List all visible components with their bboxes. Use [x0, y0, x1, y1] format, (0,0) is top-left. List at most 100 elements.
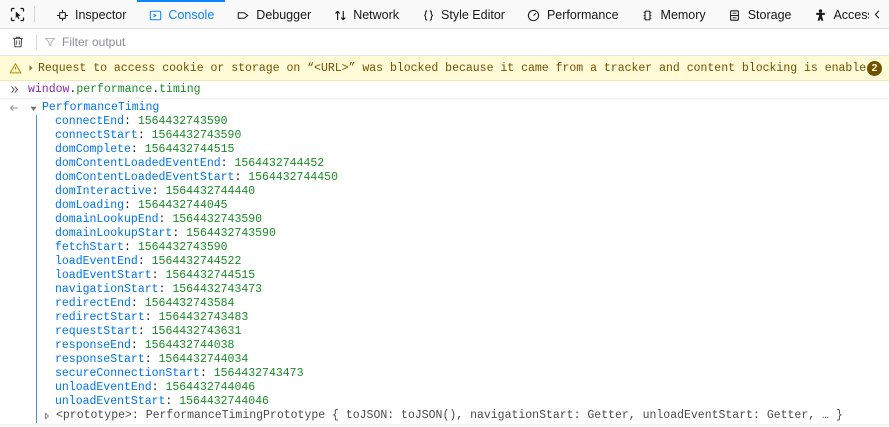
search-input[interactable]: Filter output	[44, 33, 883, 52]
property-name: unloadEventEnd	[55, 381, 152, 394]
element-picker-icon[interactable]	[5, 3, 29, 25]
property-row[interactable]: redirectStart: 1564432743483	[37, 311, 889, 325]
tab-label-console: Console	[168, 8, 215, 22]
property-name: loadEventStart	[55, 269, 152, 282]
property-row[interactable]: responseEnd: 1564432744038	[37, 339, 889, 353]
property-name: responseEnd	[55, 339, 131, 352]
prototype-row[interactable]: <prototype>: PerformanceTimingPrototype …	[37, 409, 889, 423]
performance-icon	[527, 8, 541, 22]
property-name: domContentLoadedEventStart	[55, 171, 235, 184]
property-row[interactable]: redirectEnd: 1564432743584	[37, 297, 889, 311]
property-value: 1564432743483	[158, 311, 249, 324]
property-row[interactable]: fetchStart: 1564432743590	[37, 241, 889, 255]
property-separator: :	[130, 143, 145, 156]
property-row[interactable]: responseStart: 1564432744034	[37, 353, 889, 367]
debugger-icon	[236, 8, 250, 22]
property-separator: :	[124, 241, 138, 254]
property-separator: :	[130, 297, 145, 310]
tab-inspector[interactable]: Inspector	[44, 0, 137, 28]
property-row[interactable]: secureConnectionStart: 1564432743473	[37, 367, 889, 381]
tab-accessibility[interactable]: Accessibility	[802, 0, 869, 28]
property-separator: :	[137, 325, 152, 338]
property-row[interactable]: unloadEventStart: 1564432744046	[37, 395, 889, 409]
token-performance: performance	[76, 83, 153, 96]
property-row[interactable]: domainLookupStart: 1564432743590	[37, 227, 889, 241]
property-row[interactable]: domInteractive: 1564432744440	[37, 185, 889, 199]
property-name: connectEnd	[55, 115, 125, 128]
property-separator: :	[172, 227, 187, 240]
tab-storage[interactable]: Storage	[717, 0, 803, 28]
property-row[interactable]: domContentLoadedEventEnd: 1564432744452	[37, 157, 889, 171]
console-output-area: window.performance.timing PerformanceTim…	[0, 81, 889, 425]
triangle-right-icon[interactable]	[42, 411, 52, 421]
chevron-left-icon[interactable]	[869, 3, 885, 25]
property-value: 1564432744045	[137, 199, 228, 212]
property-name: domInteractive	[55, 185, 152, 198]
property-name: redirectStart	[55, 311, 145, 324]
tab-network[interactable]: Network	[322, 0, 410, 28]
tab-label-style-editor: Style Editor	[441, 8, 505, 22]
console-input-row[interactable]: window.performance.timing	[0, 81, 889, 99]
property-value: 1564432744440	[165, 185, 256, 198]
property-row[interactable]: domComplete: 1564432744515	[37, 143, 889, 157]
property-separator: :	[124, 115, 138, 128]
property-row[interactable]: domLoading: 1564432744045	[37, 199, 889, 213]
property-separator: :	[151, 381, 166, 394]
property-separator: :	[158, 283, 173, 296]
console-warning-message[interactable]: Request to access cookie or storage on “…	[0, 56, 889, 81]
property-value: 1564432744450	[248, 171, 338, 184]
property-row[interactable]: connectStart: 1564432743590	[37, 129, 889, 143]
property-value: 1564432743590	[137, 241, 228, 254]
property-value: 1564432744515	[144, 143, 235, 156]
console-result-body: PerformanceTiming connectEnd: 1564432743…	[28, 101, 889, 423]
property-value: 1564432744038	[144, 339, 235, 352]
property-row[interactable]: requestStart: 1564432743631	[37, 325, 889, 339]
trash-icon[interactable]	[6, 32, 30, 52]
console-result-row[interactable]: PerformanceTiming connectEnd: 1564432743…	[0, 99, 889, 425]
property-value: 1564432743590	[186, 227, 276, 240]
accessibility-icon	[813, 8, 827, 22]
property-value: 1564432743590	[151, 129, 242, 142]
property-row[interactable]: unloadEventEnd: 1564432744046	[37, 381, 889, 395]
token-dot-2: .	[152, 83, 160, 96]
property-name: domComplete	[55, 143, 131, 156]
console-input-expression: window.performance.timing	[28, 83, 201, 97]
token-timing: timing	[159, 83, 201, 96]
property-name: navigationStart	[55, 283, 159, 296]
tab-console[interactable]: Console	[137, 0, 226, 28]
property-name: redirectEnd	[55, 297, 131, 310]
prototype-row-text: <prototype>: PerformanceTimingPrototype …	[56, 409, 843, 422]
tab-style-editor[interactable]: Style Editor	[410, 0, 516, 28]
triangle-down-icon[interactable]	[28, 103, 38, 113]
property-name: requestStart	[55, 325, 138, 338]
tab-debugger[interactable]: Debugger	[225, 0, 322, 28]
tab-memory[interactable]: Memory	[630, 0, 717, 28]
warning-expander-icon[interactable]	[25, 64, 37, 72]
result-object-header[interactable]: PerformanceTiming	[28, 101, 889, 115]
filter-placeholder-text: Filter output	[62, 35, 126, 49]
property-separator: :	[137, 255, 152, 268]
property-separator: :	[124, 199, 138, 212]
property-name: loadEventEnd	[55, 255, 138, 268]
property-row[interactable]: domainLookupEnd: 1564432743590	[37, 213, 889, 227]
property-row[interactable]: loadEventEnd: 1564432744522	[37, 255, 889, 269]
property-value: 1564432744046	[165, 381, 256, 394]
tab-label-performance: Performance	[546, 8, 619, 22]
property-separator: :	[130, 339, 145, 352]
property-row[interactable]: domContentLoadedEventStart: 156443274445…	[37, 171, 889, 185]
property-row[interactable]: navigationStart: 1564432743473	[37, 283, 889, 297]
property-value: 1564432744522	[151, 255, 242, 268]
tab-label-memory: Memory	[660, 8, 706, 22]
tab-label-network: Network	[353, 8, 400, 22]
property-row[interactable]: connectEnd: 1564432743590	[37, 115, 889, 129]
property-separator: :	[144, 353, 159, 366]
property-value: 1564432744515	[165, 269, 256, 282]
tab-performance[interactable]: Performance	[516, 0, 630, 28]
property-row[interactable]: loadEventStart: 1564432744515	[37, 269, 889, 283]
tab-label-accessibility: Accessibility	[833, 8, 869, 22]
property-name: domContentLoadedEventEnd	[55, 157, 221, 170]
console-icon	[148, 8, 162, 22]
token-dot-1: .	[69, 83, 77, 96]
